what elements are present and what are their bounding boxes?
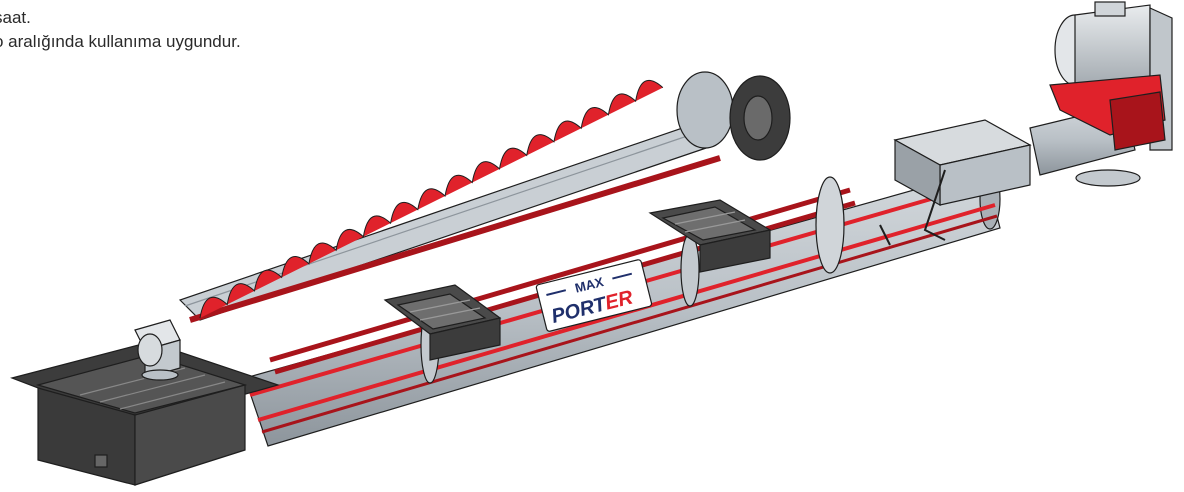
hand-crank	[879, 169, 946, 246]
description-line-1: saat.	[0, 8, 31, 27]
description-text: saat. o aralığında kullanıma uygundur.	[0, 6, 241, 54]
logo-max-text: MAX	[573, 274, 605, 296]
drive-wheel	[676, 71, 791, 161]
inlet-hopper-right	[648, 199, 772, 273]
feeder-hopper	[10, 341, 281, 486]
auger-screw	[189, 79, 721, 323]
gearbox-housing	[893, 119, 1032, 207]
hopper-gearbox	[134, 319, 181, 381]
description-line-2: o aralığında kullanıma uygundur.	[0, 32, 241, 51]
inlet-hopper-center	[383, 284, 502, 361]
motor-bracket	[1049, 74, 1166, 151]
